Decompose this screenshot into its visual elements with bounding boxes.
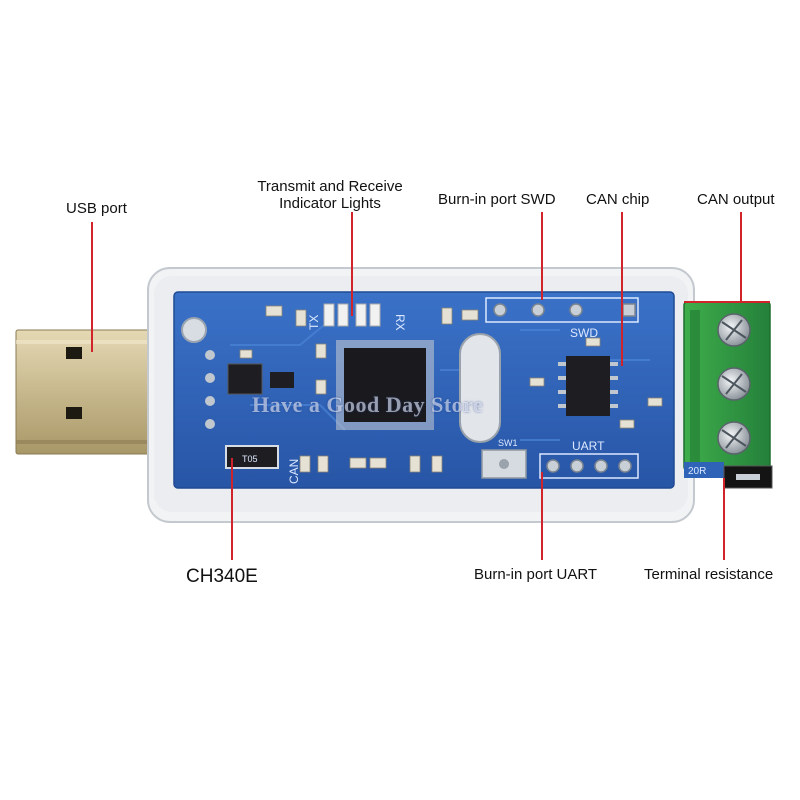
svg-text:SWD: SWD bbox=[570, 326, 598, 340]
svg-text:RX: RX bbox=[393, 314, 407, 331]
smd-components bbox=[239, 305, 663, 473]
label-usb-port: USB port bbox=[66, 200, 127, 217]
terminal-resistance-jumper: 20R bbox=[684, 462, 773, 489]
uart-header bbox=[539, 453, 639, 479]
mounting-hole bbox=[181, 317, 207, 343]
usb-hole-top bbox=[66, 347, 82, 359]
pcb-board: T05 TX RX SWD UART CAN SW1 bbox=[173, 291, 675, 489]
t05-component bbox=[225, 445, 279, 469]
can-transceiver-chip bbox=[558, 356, 618, 416]
side-pads bbox=[205, 350, 215, 429]
label-terminal-resistance: Terminal resistance bbox=[644, 566, 774, 583]
label-ch340e: CH340E bbox=[186, 566, 258, 587]
label-burn-in-uart: Burn-in port UART bbox=[474, 566, 598, 583]
svg-text:SW1: SW1 bbox=[498, 438, 518, 448]
svg-text:UART: UART bbox=[572, 439, 605, 453]
leader-lines bbox=[91, 212, 770, 560]
svg-text:T05: T05 bbox=[242, 454, 258, 464]
label-indicator-lights: Transmit and Receive Indicator Lights bbox=[250, 178, 410, 212]
svg-text:20R: 20R bbox=[688, 466, 706, 477]
watermark: Have a Good Day Store bbox=[252, 392, 484, 417]
indicator-leds bbox=[323, 303, 381, 327]
label-burn-in-swd: Burn-in port SWD bbox=[438, 191, 556, 208]
label-can-chip: CAN chip bbox=[586, 191, 650, 208]
usb-hole-bottom bbox=[66, 407, 82, 419]
transistor bbox=[270, 372, 294, 388]
mcu-chip bbox=[336, 340, 434, 430]
crystal bbox=[459, 333, 501, 443]
can-terminal-block bbox=[683, 301, 771, 471]
label-indicator-lights-line1: Transmit and Receive bbox=[257, 178, 403, 195]
swd-header bbox=[485, 297, 639, 323]
svg-text:TX: TX bbox=[307, 315, 321, 330]
ch340e-chip bbox=[227, 363, 263, 395]
label-can-output: CAN output bbox=[697, 191, 775, 208]
label-indicator-lights-line2: Indicator Lights bbox=[279, 195, 381, 212]
svg-text:CAN: CAN bbox=[287, 459, 301, 484]
